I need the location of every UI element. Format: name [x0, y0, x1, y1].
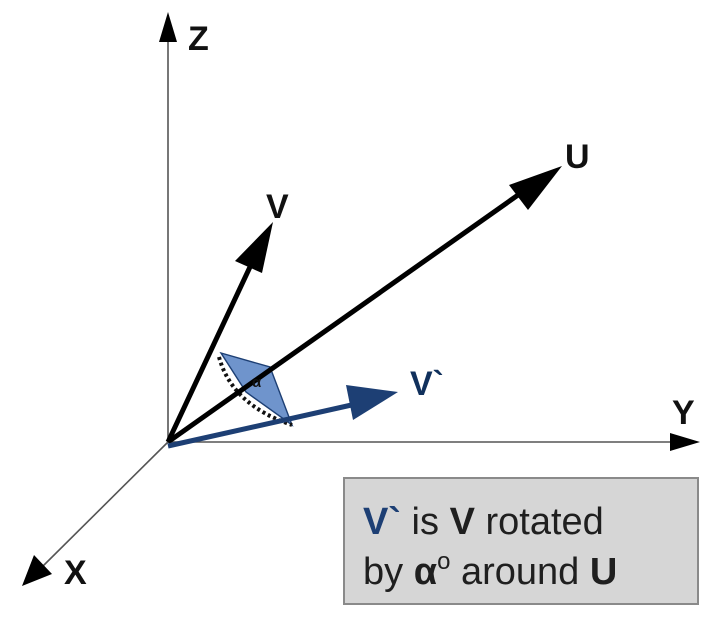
x-axis-line [41, 441, 169, 568]
z-axis-arrowhead [159, 12, 177, 42]
caption-u: U [589, 551, 618, 593]
angle-alpha-label: α [252, 374, 262, 391]
vector-v-label: V [266, 188, 289, 226]
vector-u-shaft [166, 185, 530, 445]
caption-line-2: by αo around U [363, 547, 683, 597]
caption-rotated: rotated [474, 501, 604, 543]
x-axis-arrowhead [22, 555, 52, 586]
caption-v-rotated: V` [363, 501, 401, 543]
vector-v-shaft [165, 250, 260, 444]
caption-line-1: V` is V rotated [363, 497, 683, 547]
caption-by: by [363, 551, 414, 593]
caption-around: around [450, 551, 590, 593]
vector-u-arrowhead [509, 166, 562, 210]
caption-degree: o [437, 548, 451, 575]
vector-u-label: U [565, 138, 590, 176]
vector-v-rotated-shaft [167, 401, 357, 449]
vector-v-rotated-arrowhead [346, 385, 398, 420]
caption-alpha: α [413, 551, 438, 593]
caption-v: V [449, 501, 475, 543]
caption-box: V` is V rotated by αo around U [343, 477, 699, 605]
caption-is: is [401, 501, 450, 543]
x-axis-label: X [64, 554, 87, 592]
y-axis-label: Y [672, 394, 695, 432]
vector-v-rotated-label: V` [410, 365, 444, 403]
y-axis-arrowhead [670, 433, 700, 451]
z-axis-label: Z [188, 20, 209, 58]
vector-v-arrowhead [235, 222, 273, 273]
